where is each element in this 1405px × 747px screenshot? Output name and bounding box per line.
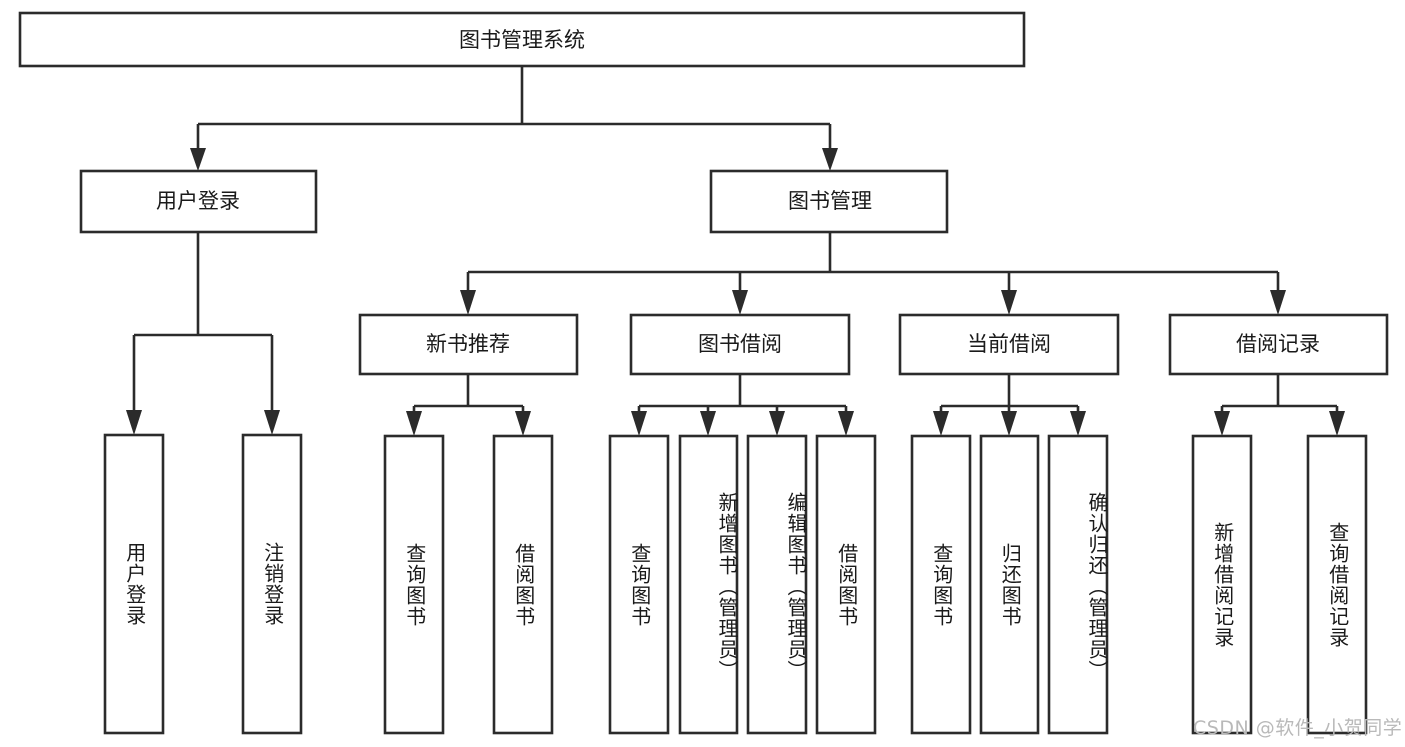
node-root-box[interactable] <box>18 11 1026 68</box>
arrowhead-newbook-leaf-2 <box>515 411 531 436</box>
leaf-box-borrow-lend[interactable] <box>815 434 877 735</box>
arrowhead-borrow-leaf-3 <box>769 411 785 436</box>
arrowhead-newbook-leaf-1 <box>406 411 422 436</box>
arrowhead-bookmgmt <box>822 148 838 171</box>
arrowhead-current-leaf-1 <box>933 411 949 436</box>
arrowhead-borrow-leaf-4 <box>838 411 854 436</box>
node-new-book-recommend-label: 新书推荐 <box>426 332 510 356</box>
leaf-box-logout[interactable] <box>241 433 303 735</box>
node-user-login-label: 用户登录 <box>156 189 240 213</box>
leaf-box-record-query[interactable] <box>1306 434 1368 735</box>
node-borrow-record-box[interactable] <box>1168 313 1389 376</box>
node-book-management-label: 图书管理 <box>788 189 872 213</box>
node-user-login[interactable]: 用户登录 <box>79 169 318 234</box>
connector-group-record <box>1214 374 1345 436</box>
arrowhead-record-leaf-2 <box>1329 411 1345 436</box>
arrowhead-leaf-user-login <box>126 410 142 435</box>
connector-group-userlogin <box>126 232 280 435</box>
node-borrow-record[interactable]: 借阅记录 <box>1168 313 1389 376</box>
arrowhead-borrow-book <box>732 290 748 315</box>
leaf-box-borrow-edit[interactable] <box>746 434 808 735</box>
node-user-login-box[interactable] <box>79 169 318 234</box>
arrowhead-current-borrow <box>1001 290 1017 315</box>
connector-group-newbook <box>406 374 531 436</box>
connector-group-bookmgmt <box>460 232 1286 315</box>
csdn-watermark: CSDN @软件_小贺同学 <box>1193 717 1403 739</box>
arrowhead-current-leaf-2 <box>1001 411 1017 436</box>
leaf-box-current-query[interactable] <box>910 434 972 735</box>
connector-group-current <box>933 374 1086 436</box>
leaf-box-newbook-query[interactable] <box>383 434 445 735</box>
leaf-box-newbook-borrow[interactable] <box>492 434 554 735</box>
node-book-management[interactable]: 图书管理 <box>709 169 949 234</box>
arrowhead-borrow-leaf-2 <box>700 411 716 436</box>
node-book-management-box[interactable] <box>709 169 949 234</box>
leaf-box-borrow-query[interactable] <box>608 434 670 735</box>
arrowhead-new-book <box>460 290 476 315</box>
arrowhead-borrow-record <box>1270 290 1286 315</box>
arrowhead-leaf-logout <box>264 410 280 435</box>
connector-group-borrow <box>631 374 854 436</box>
leaf-box-user-login[interactable] <box>103 433 165 735</box>
arrowhead-userlogin <box>190 148 206 171</box>
node-book-borrow-box[interactable] <box>629 313 851 376</box>
node-current-borrow[interactable]: 当前借阅 <box>898 313 1120 376</box>
leaf-box-borrow-add[interactable] <box>678 434 739 735</box>
node-borrow-record-label: 借阅记录 <box>1236 332 1320 356</box>
node-current-borrow-label: 当前借阅 <box>967 332 1051 356</box>
arrowhead-borrow-leaf-1 <box>631 411 647 436</box>
leaf-box-current-confirm[interactable] <box>1047 434 1109 735</box>
node-new-book-recommend[interactable]: 新书推荐 <box>358 313 579 376</box>
node-root[interactable]: 图书管理系统 <box>18 11 1026 68</box>
node-current-borrow-box[interactable] <box>898 313 1120 376</box>
arrowhead-current-leaf-3 <box>1070 411 1086 436</box>
node-root-label: 图书管理系统 <box>459 28 585 52</box>
arrowhead-record-leaf-1 <box>1214 411 1230 436</box>
node-new-book-recommend-box[interactable] <box>358 313 579 376</box>
node-book-borrow[interactable]: 图书借阅 <box>629 313 851 376</box>
node-book-borrow-label: 图书借阅 <box>698 332 782 356</box>
leaf-box-record-add[interactable] <box>1191 434 1253 735</box>
leaf-box-current-return[interactable] <box>979 434 1040 735</box>
connector-group-root <box>190 66 838 171</box>
